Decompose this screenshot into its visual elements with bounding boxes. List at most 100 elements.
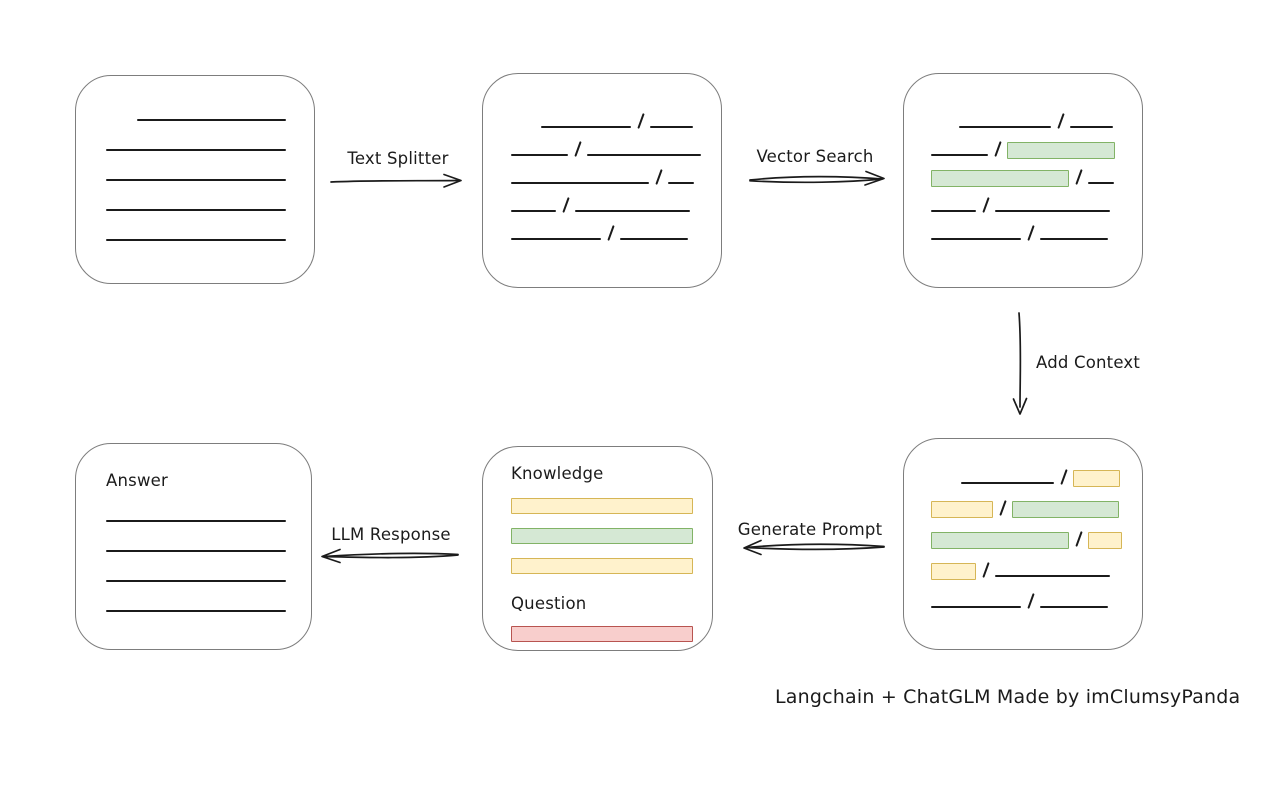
source-document-box [75,75,315,284]
text-line-segment [511,154,568,156]
chunk-lines [483,74,721,241]
text-line-row [511,619,712,649]
text-line-segment [575,210,691,212]
text-line-row [511,521,712,551]
text-line-segment [511,182,649,184]
text-line-row [106,552,311,582]
diagram-caption: Langchain + ChatGLM Made by imClumsyPand… [775,686,1241,708]
generate-prompt-label: Generate Prompt [737,520,883,539]
text-line-row [511,156,721,185]
text-line-row [106,522,311,552]
text-line-row [931,546,1142,580]
text-line-segment [620,238,689,240]
add-context-arrow [1012,312,1028,415]
yellow-highlight-segment [511,498,693,514]
text-line-row [931,453,1142,487]
answer-lines [76,492,311,612]
yellow-highlight-segment [1073,470,1121,487]
text-line-row [106,211,314,241]
text-line-row [106,91,314,121]
vector-search-label: Vector Search [756,147,874,166]
context-chunk-lines [904,439,1142,609]
vector-search-arrow [749,170,885,186]
text-line-row [511,551,712,581]
text-line-segment [137,119,286,121]
text-line-segment [931,606,1021,608]
slash-separator [982,562,990,578]
text-line-segment [587,154,702,156]
text-line-segment [106,580,286,582]
text-line-row [931,484,1142,518]
text-line-row [511,184,721,213]
yellow-highlight-segment [931,563,976,580]
slash-separator [655,169,663,185]
matched-chunk-lines [904,74,1142,241]
text-line-segment [511,238,601,240]
answer-box: Answer [75,443,312,650]
answer-label: Answer [106,471,168,490]
text-line-segment [931,154,988,156]
green-highlight-segment [511,528,693,544]
question-label: Question [511,594,587,613]
text-line-segment [931,210,976,212]
text-line-segment [106,149,286,151]
slash-separator [1075,169,1083,185]
yellow-highlight-segment [931,501,993,518]
context-chunks-box [903,438,1143,650]
question-bar [483,619,712,649]
green-highlight-segment [931,532,1069,549]
text-line-segment [106,520,286,522]
text-line-segment [995,210,1111,212]
text-line-row [511,491,712,521]
text-line-segment [668,182,695,184]
red-highlight-segment [511,626,693,642]
text-line-segment [959,126,1051,128]
text-line-segment [1040,238,1109,240]
text-line-segment [1088,182,1115,184]
text-line-row [511,128,721,157]
slash-separator [994,141,1002,157]
yellow-highlight-segment [1088,532,1123,549]
document-lines [76,76,314,241]
split-chunks-box [482,73,722,288]
text-line-row [106,181,314,211]
text-line-row [511,100,721,129]
slash-separator [999,500,1007,516]
green-highlight-segment [1012,501,1120,518]
text-line-row [931,515,1142,549]
text-line-row [106,121,314,151]
text-line-segment [106,550,286,552]
yellow-highlight-segment [511,558,693,574]
text-line-segment [650,126,694,128]
text-line-row [511,212,721,241]
text-line-segment [106,610,286,612]
generate-prompt-arrow [743,539,885,556]
text-line-row [931,184,1142,213]
slash-separator [1027,593,1035,609]
text-line-row [931,128,1142,159]
text-line-row [931,156,1142,187]
text-line-row [931,100,1142,129]
green-highlight-segment [1007,142,1116,159]
knowledge-label: Knowledge [511,464,604,483]
llm-response-label: LLM Response [331,525,451,544]
slash-separator [982,197,990,213]
add-context-label: Add Context [1036,353,1141,372]
slash-separator [574,141,582,157]
slash-separator [1027,225,1035,241]
text-line-row [106,151,314,181]
text-splitter-label: Text Splitter [347,149,449,168]
slash-separator [1075,531,1083,547]
text-line-row [931,212,1142,241]
text-line-segment [511,210,556,212]
prompt-box: Knowledge Question [482,446,713,651]
text-line-row [931,577,1142,609]
slash-separator [637,113,645,129]
text-line-row [106,582,311,612]
slash-separator [607,225,615,241]
slash-separator [562,197,570,213]
text-splitter-arrow [330,173,462,188]
text-line-segment [961,482,1054,484]
text-line-segment [931,238,1021,240]
